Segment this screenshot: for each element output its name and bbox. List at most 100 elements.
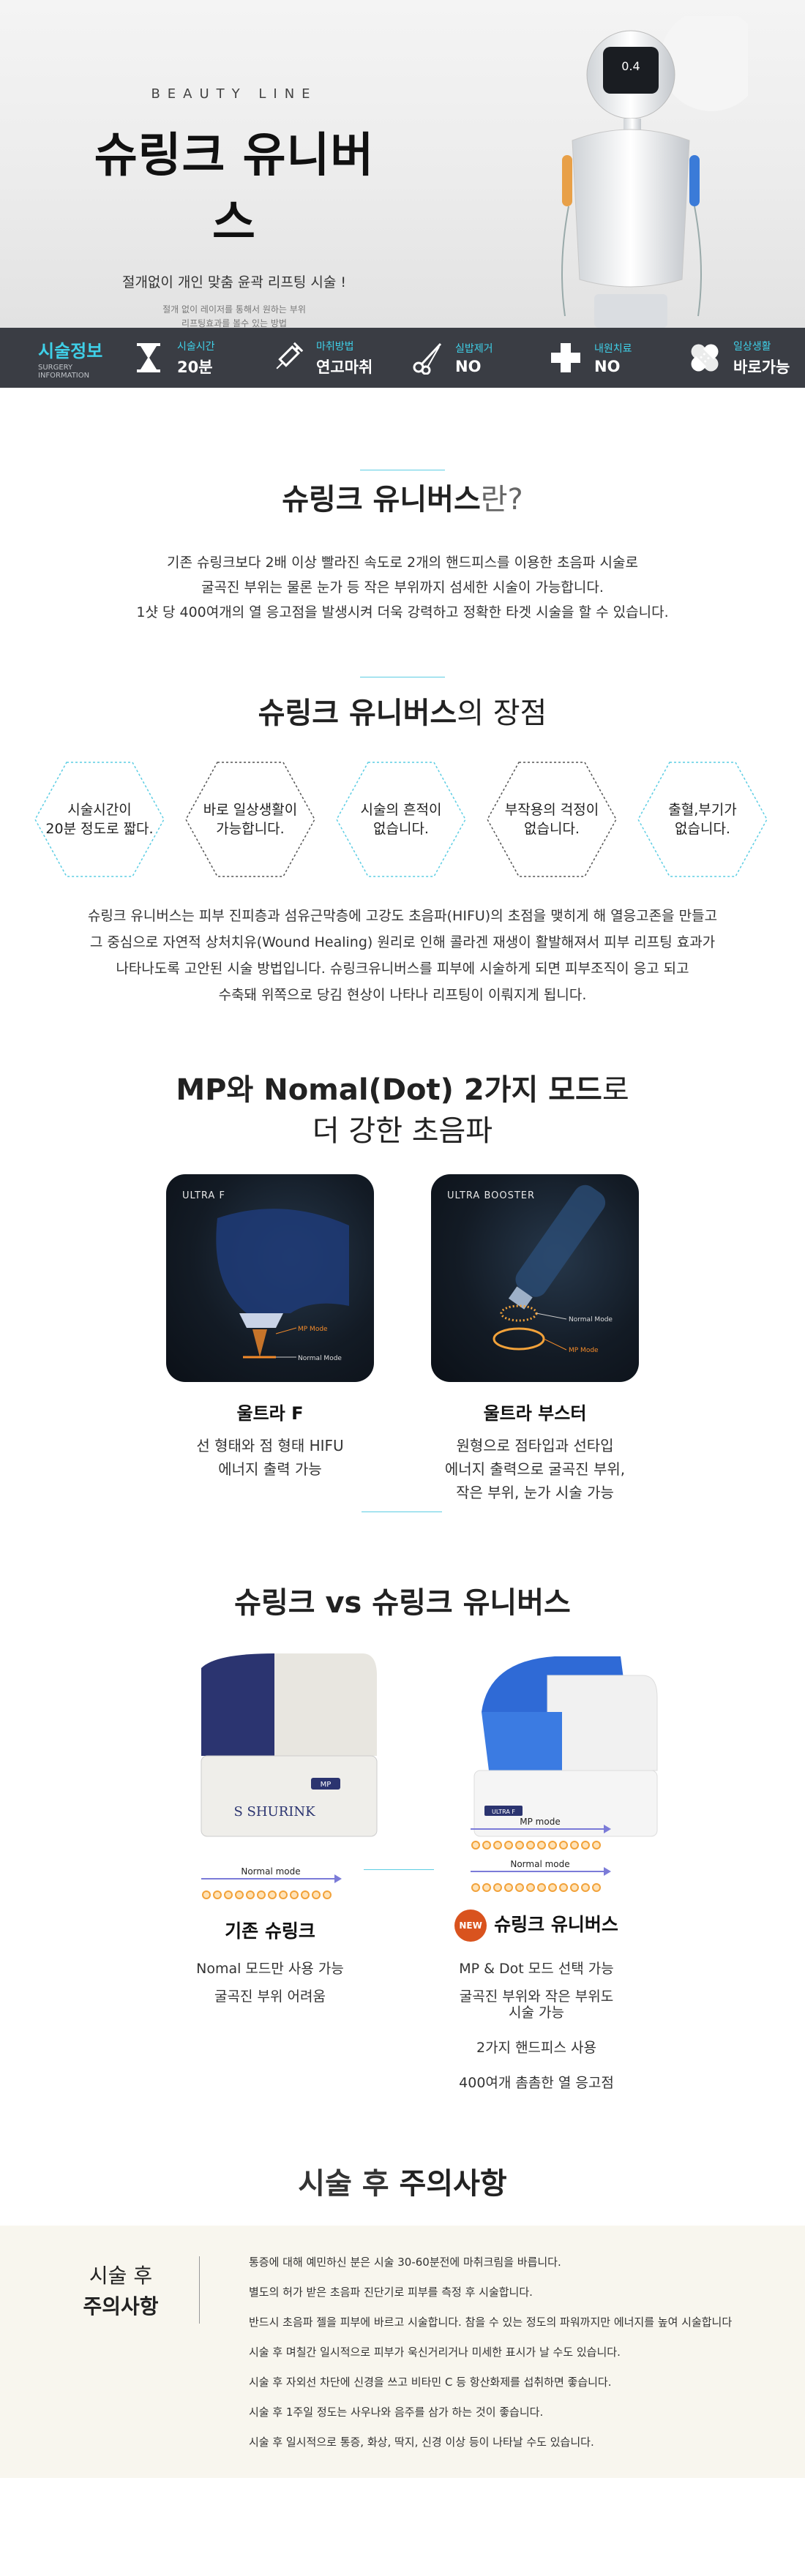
merit-text: 시술시간이 20분 정도로 짧다. — [45, 802, 154, 837]
caution-separator — [199, 2256, 200, 2324]
caution-item: 통증에 대해 예민하신 분은 시술 30-60분전에 마취크림을 바릅니다. — [249, 2256, 561, 2269]
description-line: 작은 부위, 눈가 시술 가능 — [456, 1484, 614, 1501]
caution-item: 시술 후 자외선 차단에 신경을 쓰고 비타민 C 등 항산화제를 섭취하면 좋… — [249, 2376, 612, 2389]
hero-desc-line: 절개 없이 레이저를 통해서 원하는 부위 — [162, 304, 306, 315]
modes-title: MP와 Nomal(Dot) 2가지 모드로 더 강한 초음파 — [0, 1070, 805, 1152]
shurink-universe-features: MP & Dot 모드 선택 가능 굴곡진 부위와 작은 부위도 시술 가능 2… — [405, 1955, 668, 2097]
compare-divider — [364, 1869, 434, 1870]
device-screen-value: 0.4 — [621, 59, 640, 73]
ultra-f-handpiece-illustration: MP Mode Normal Mode — [216, 1209, 349, 1362]
syringe-icon — [269, 339, 306, 376]
what-is-title-bold: 슈링크 유니버스 — [282, 483, 481, 517]
shurink-device-image: 0.4 — [561, 16, 748, 328]
compare-title: 슈링크 vs 슈링크 유니버스 — [234, 1586, 571, 1620]
description-line: 굴곡진 부위는 물론 눈가 등 작은 부위까지 섬세한 시술이 가능합니다. — [201, 579, 604, 596]
merits-title: 슈링크 유니버스의 장점 — [0, 689, 805, 732]
caution-item: 별도의 허가 받은 초음파 진단기로 피부를 측정 후 시술합니다. — [249, 2286, 533, 2299]
info-item-time: 시술시간 20분 — [130, 339, 249, 378]
shurink-features: Nomal 모드만 사용 가능 굴곡진 부위 어려움 — [138, 1955, 402, 2010]
mp-mode-label: MP Mode — [298, 1326, 328, 1333]
feature-item: 400여개 촘촘한 열 응고점 — [459, 2075, 614, 2091]
normal-mode-label: Normal Mode — [298, 1355, 342, 1362]
what-is-title: 슈링크 유니버스란? — [0, 476, 805, 518]
info-item-anesthesia: 마취방법 연고마취 — [269, 339, 388, 378]
merit-hexagon: 시술의 흔적이 없습니다. — [335, 754, 467, 885]
merit-text: 시술의 흔적이 없습니다. — [360, 802, 442, 837]
ultra-f-description: 선 형태와 점 형태 HIFU 에너지 출력 가능 — [138, 1434, 402, 1481]
normal-mode-label: Normal mode — [241, 1866, 301, 1877]
feature-item-line: 굴곡진 부위와 작은 부위도 — [459, 1989, 614, 2005]
merit-hexagon: 바로 일상생활이 가능합니다. — [184, 754, 316, 885]
feature-item: MP & Dot 모드 선택 가능 — [459, 1961, 614, 1977]
caution-heading-light: 시술 후 — [89, 2264, 153, 2288]
info-label: 시술시간 — [177, 340, 215, 353]
hero-description: 절개 없이 레이저를 통해서 원하는 부위 리프팅효과를 볼수 있는 방법 — [73, 303, 395, 328]
merit-text: 출혈,부기가 없습니다. — [668, 802, 737, 837]
normal-mode-dots — [202, 1890, 332, 1899]
machine-brand: S SHURINK — [233, 1804, 315, 1820]
feature-item: 2가지 핸드피스 사용 — [476, 2040, 596, 2056]
ultra-f-name: 울트라 F — [236, 1403, 304, 1424]
merit-hexagon: 출혈,부기가 없습니다. — [637, 754, 768, 885]
info-bar-heading: 시술정보 SURGERY INFORMATION — [38, 337, 110, 380]
feature-item: 굴곡진 부위 어려움 — [214, 1989, 326, 2005]
shurink-universe-machine-image: ULTRA F — [473, 1656, 658, 1837]
surgery-info-bar: 시술정보 SURGERY INFORMATION 시술시간 20분 마취방법 연… — [0, 328, 805, 388]
hourglass-icon — [130, 339, 167, 376]
modes-title-light: 로 — [602, 1073, 629, 1107]
info-label: 일상생활 — [733, 340, 771, 353]
merit-hexagon: 시술시간이 20분 정도로 짧다. — [34, 754, 165, 885]
hero-subtitle: 절개없이 개인 맞춤 윤곽 리프팅 시술 ! — [121, 274, 347, 290]
mp-mode-label: MP mode — [520, 1817, 561, 1827]
caution-item: 시술 후 며칠간 일시적으로 피부가 욱신거리거나 미세한 표시가 날 수도 있… — [249, 2346, 621, 2359]
hero-title: 슈링크 유니버스 — [94, 129, 375, 250]
normal-mode-label: Normal Mode — [569, 1316, 613, 1323]
shurink-name: 기존 슈링크 — [225, 1920, 315, 1942]
hero-banner: BEAUTY LINE 슈링크 유니버스 절개없이 개인 맞춤 윤곽 리프팅 시… — [0, 0, 805, 328]
info-item-stitches: 실밥제거 NO — [408, 339, 527, 376]
ultra-booster-handpiece-illustration: Normal Mode MP Mode — [493, 1184, 613, 1354]
merits-description: 슈링크 유니버스는 피부 진피층과 섬유근막층에 고강도 초음파(HIFU)의 … — [0, 903, 805, 1008]
description-line: 슈링크 유니버스는 피부 진피층과 섬유근막층에 고강도 초음파(HIFU)의 … — [87, 908, 718, 924]
caution-title-bold: 주의사항 — [399, 2167, 507, 2201]
description-line: 선 형태와 점 형태 HIFU — [196, 1437, 344, 1454]
mp-mode-arrow — [471, 1825, 611, 1833]
ultra-f-card: ULTRA F MP Mode Normal Mode — [166, 1174, 374, 1382]
normal-mode-arrow — [471, 1867, 611, 1876]
caution-heading: 시술 후 주의사항 — [73, 2261, 168, 2322]
shurink-machine-image: MP S SHURINK — [201, 1653, 378, 1837]
machine-tag: ULTRA F — [492, 1809, 515, 1815]
info-value: 연고마취 — [316, 358, 373, 376]
caution-item: 반드시 초음파 젤을 피부에 바르고 시술합니다. 참을 수 있는 정도의 파워… — [249, 2316, 733, 2329]
modes-title-bold: MP와 Nomal(Dot) 2가지 모드 — [176, 1073, 602, 1107]
info-label: 마취방법 — [316, 340, 354, 353]
card-label: ULTRA F — [182, 1190, 225, 1201]
info-value: NO — [455, 357, 482, 375]
merit-hexagon: 부작용의 걱정이 없습니다. — [486, 754, 618, 885]
normal-mode-label: Normal mode — [510, 1859, 570, 1869]
ultra-booster-name: 울트라 부스터 — [483, 1403, 587, 1424]
caution-heading-bold: 주의사항 — [83, 2294, 159, 2318]
info-bar-subtitle: SURGERY INFORMATION — [38, 363, 90, 380]
info-item-visit: 내원치료 NO — [547, 339, 666, 376]
bandage-icon — [686, 339, 723, 376]
merits-title-bold: 슈링크 유니버스 — [258, 696, 457, 730]
info-label: 실밥제거 — [455, 342, 493, 355]
description-line: 1샷 당 400여개의 열 응고점을 발생시켜 더욱 강력하고 정확한 타겟 시… — [136, 604, 669, 620]
shurink-universe-name-text: 슈링크 유니버스 — [494, 1914, 618, 1935]
description-line: 그 중심으로 자연적 상처치유(Wound Healing) 원리로 인해 콜라… — [89, 934, 716, 950]
description-line: 원형으로 점타입과 선타입 — [456, 1437, 614, 1454]
feature-item-line: 시술 가능 — [509, 2005, 564, 2021]
merits-title-light: 의 장점 — [457, 696, 547, 730]
what-is-description: 기존 슈링크보다 2배 이상 빨라진 속도로 2개의 핸드피스를 이용한 초음파… — [0, 550, 805, 625]
mp-mode-dots — [471, 1841, 601, 1850]
hero-text: BEAUTY LINE 슈링크 유니버스 절개없이 개인 맞춤 윤곽 리프팅 시… — [73, 86, 395, 328]
info-value: NO — [594, 357, 621, 375]
merit-text: 바로 일상생활이 가능합니다. — [203, 802, 298, 837]
description-line: 에너지 출력 가능 — [218, 1460, 322, 1478]
mp-mode-label: MP Mode — [569, 1347, 599, 1354]
info-value: 바로가능 — [733, 358, 790, 376]
normal-mode-arrow — [201, 1874, 342, 1883]
caution-title-light: 시술 후 — [298, 2167, 400, 2201]
